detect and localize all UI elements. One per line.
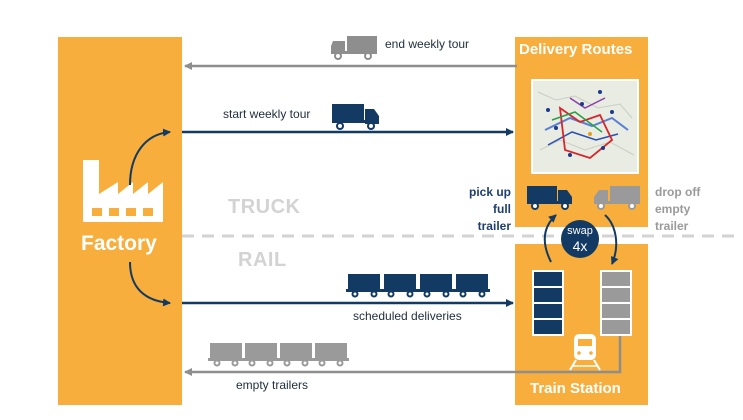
swap-badge xyxy=(561,220,599,258)
navy-rail-trailers xyxy=(346,274,490,298)
pickup-truck-icon xyxy=(527,186,572,210)
scheduled-deliveries-label: scheduled deliveries xyxy=(353,309,462,323)
start-tour-label: start weekly tour xyxy=(223,107,311,121)
factory-icon xyxy=(83,160,163,222)
empty-trailers-label: empty trailers xyxy=(236,378,309,392)
factory-down-arrow xyxy=(129,261,171,307)
gray-rail-trailers xyxy=(208,343,349,367)
end-tour-label: end weekly tour xyxy=(385,37,470,51)
empty-trailer-stack xyxy=(600,270,632,336)
dropoff-truck-icon xyxy=(594,186,640,210)
empty-trailers-arrow xyxy=(184,334,622,376)
gray-truck-icon xyxy=(331,36,377,60)
navy-truck-icon xyxy=(332,104,379,130)
truck-mode-label: TRUCK xyxy=(228,196,301,218)
delivery-routes-title: Delivery Routes xyxy=(519,41,633,58)
swap-down-arrow xyxy=(604,214,619,265)
factory-up-arrow xyxy=(129,128,171,186)
swap-up-arrow xyxy=(543,214,557,263)
full-trailer-stack xyxy=(532,270,564,336)
train-station-title: Train Station xyxy=(530,380,621,397)
rail-mode-label: RAIL xyxy=(238,249,287,271)
route-map-image xyxy=(531,79,639,174)
train-icon xyxy=(569,334,601,371)
swap-text: swap 4x xyxy=(567,225,593,254)
factory-label: Factory xyxy=(81,232,157,255)
